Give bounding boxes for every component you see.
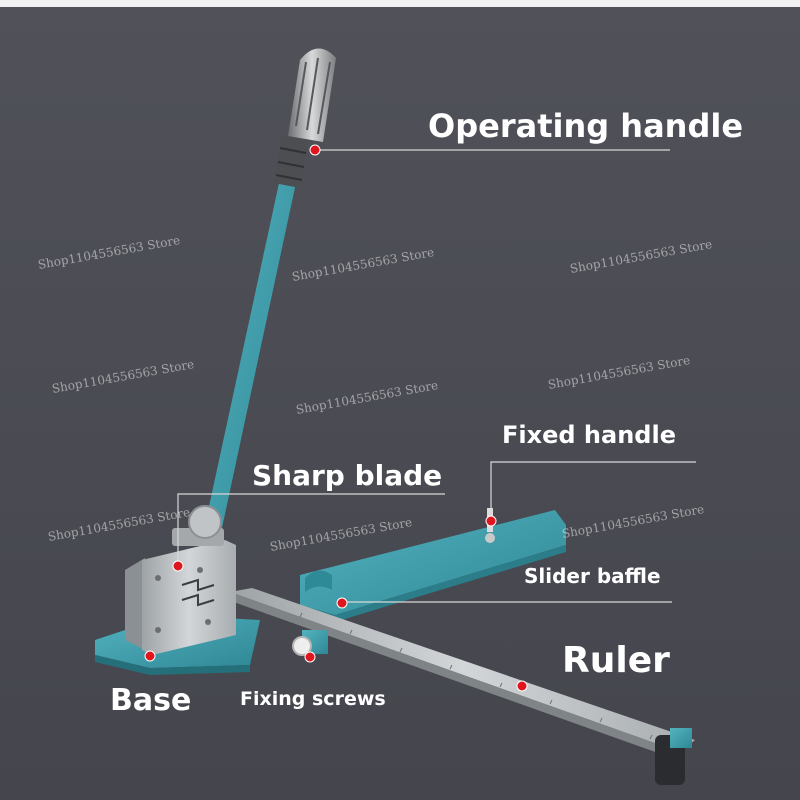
label-ruler: Ruler: [562, 640, 670, 681]
blade-block-side: [125, 558, 145, 650]
label-fixed-handle: Fixed handle: [502, 421, 676, 449]
blade-slot-lower: [181, 593, 215, 607]
label-operating-handle: Operating handle: [428, 107, 744, 145]
handle-grip-grooves: [295, 57, 331, 135]
base-plate-edge: [95, 655, 250, 675]
leader-lines: [177, 149, 696, 603]
top-bar: [0, 0, 800, 7]
handle-pivot: [188, 505, 222, 539]
label-fixing-screws: Fixing screws: [240, 688, 386, 710]
blade-slot: [181, 578, 215, 592]
baffle-notch: [305, 570, 332, 592]
label-base: Base: [110, 683, 192, 718]
blade-block-bolts: [155, 567, 211, 633]
ruler-rail-side: [228, 592, 680, 760]
slider-baffle-plate: [300, 510, 566, 615]
handle-shaft: [205, 160, 300, 528]
red-markers: [144, 144, 528, 692]
fixing-screw-knob: [292, 636, 312, 656]
ruler-end-cap: [670, 728, 692, 748]
handle-collar-rings: [275, 147, 307, 181]
fixed-handle-screw: [485, 533, 495, 543]
label-sharp-blade: Sharp blade: [252, 459, 443, 492]
ruler-rail: [230, 588, 695, 752]
label-slider-baffle: Slider baffle: [524, 564, 661, 588]
ruler-ticks: [299, 612, 653, 740]
